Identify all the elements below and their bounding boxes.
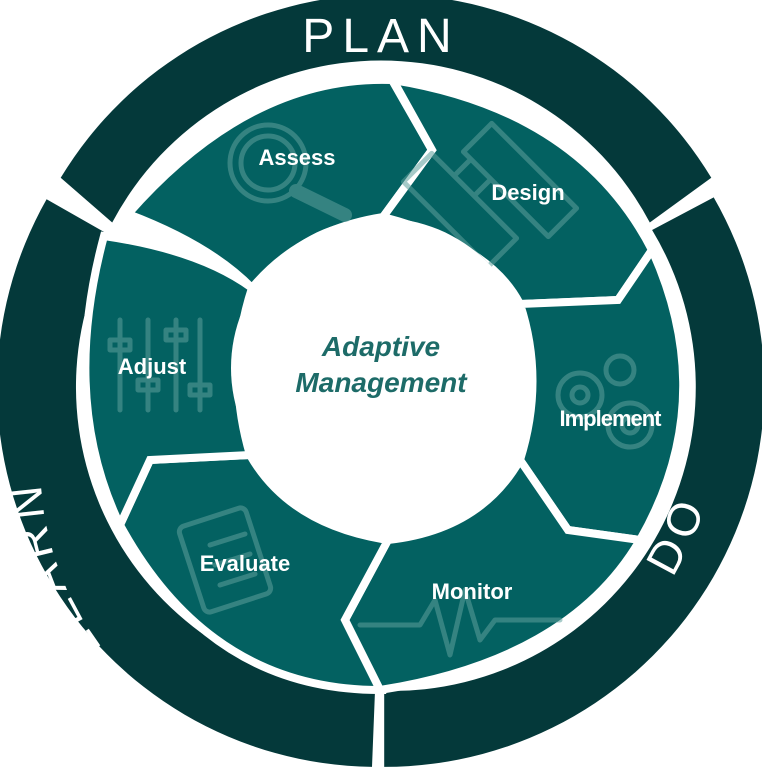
segment-label-evaluate: Evaluate	[200, 551, 291, 576]
segment-label-monitor: Monitor	[432, 579, 513, 604]
segment-label-implement: Implement	[559, 406, 662, 431]
ring-segment-plan	[60, 0, 712, 223]
ring-label-plan: PLAN	[302, 10, 459, 63]
ruler-pencil-icon	[400, 120, 580, 270]
segment-label-adjust: Adjust	[118, 354, 187, 379]
center-title-line2: Management	[295, 367, 468, 398]
segment-label-assess: Assess	[258, 145, 335, 170]
gears-icon	[555, 353, 655, 450]
ring-segment-do	[384, 197, 762, 767]
segment-label-design: Design	[491, 180, 564, 205]
sliders-icon	[107, 317, 213, 413]
center-circle	[231, 218, 531, 518]
clipboard-icon	[176, 505, 274, 615]
magnifier-icon	[227, 122, 352, 222]
heartbeat-icon	[357, 587, 563, 658]
ring-segment-learn	[0, 199, 375, 767]
center-title-line1: Adaptive	[321, 331, 440, 362]
